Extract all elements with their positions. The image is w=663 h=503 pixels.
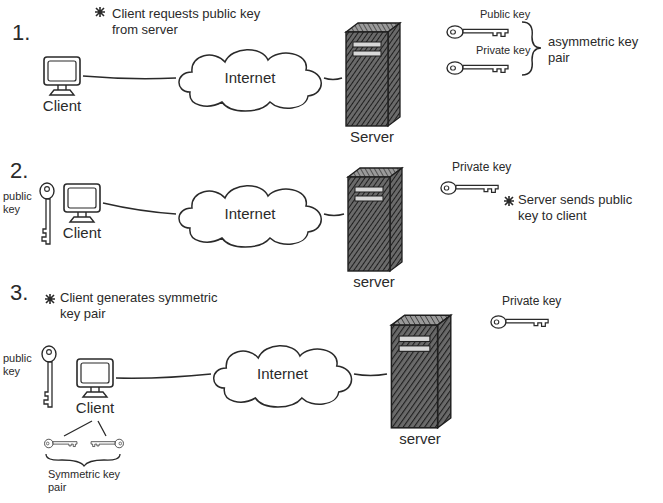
symmetric-key-icon [91,439,123,448]
annotation: Client generates symmetric key pair [60,290,235,321]
icon-shape [391,315,450,428]
icon-shape [44,57,80,95]
leader-line [64,421,106,436]
network-link [324,214,344,216]
private-key-icon [447,62,508,74]
client-computer: Client [74,357,116,416]
server-tower-icon [387,312,453,430]
monitor-icon [41,55,83,97]
asterisk [95,7,105,17]
node-label: server [344,273,404,290]
brace [46,454,120,466]
network-link [354,374,387,376]
server-machine: Server [342,20,402,145]
network-link [83,76,176,79]
network-link [103,203,176,214]
node-label: Internet [225,69,276,86]
node-label: server [387,430,453,447]
client-computer: Client [61,182,103,241]
annotation: public key [3,352,37,378]
network-link [324,78,342,80]
node-label: Internet [257,365,308,382]
asterisk [45,294,55,304]
private-key-icon [491,316,548,328]
internet-cloud: Internet [170,42,330,114]
icon-shape [77,359,113,397]
public-key-icon [447,26,508,38]
annotation: Symmetric key pair [48,468,140,494]
annotation: Private key [452,160,511,174]
annotation: Public key [480,8,530,21]
icon-shape [179,186,321,247]
server-machine: server [387,312,453,447]
internet-cloud: Internet [205,338,360,410]
annotation: public key [3,190,36,216]
icon-shape [214,346,352,407]
asterisk [504,196,514,206]
step-number: 2. [10,158,28,184]
symmetric-key-icon [45,439,77,448]
monitor-icon [74,357,116,399]
server-tower-icon [342,20,402,128]
annotation: asymmetric key pair [548,34,656,65]
network-link [116,374,211,378]
icon-shape [179,50,321,111]
node-label: Client [74,399,116,416]
node-label: Server [342,128,402,145]
client-computer: Client [41,55,83,114]
internet-cloud: Internet [170,178,330,250]
step-number: 3. [10,280,28,306]
server-tower-icon [344,165,404,273]
public-key-icon [42,346,56,407]
node-label: Internet [225,205,276,222]
annotation: Private key [476,44,530,57]
icon-shape [348,168,402,271]
step-number: 1. [12,20,30,46]
annotation: Server sends public key to client [518,192,650,223]
icon-shape [346,23,400,126]
icon-shape [64,184,100,222]
annotation: Client requests public key from server [112,6,277,37]
public-key-icon [40,183,54,244]
node-label: Client [61,224,103,241]
monitor-icon [61,182,103,224]
private-key-icon [441,182,498,194]
server-machine: server [344,165,404,290]
node-label: Client [41,97,83,114]
annotation: Private key [502,294,561,308]
